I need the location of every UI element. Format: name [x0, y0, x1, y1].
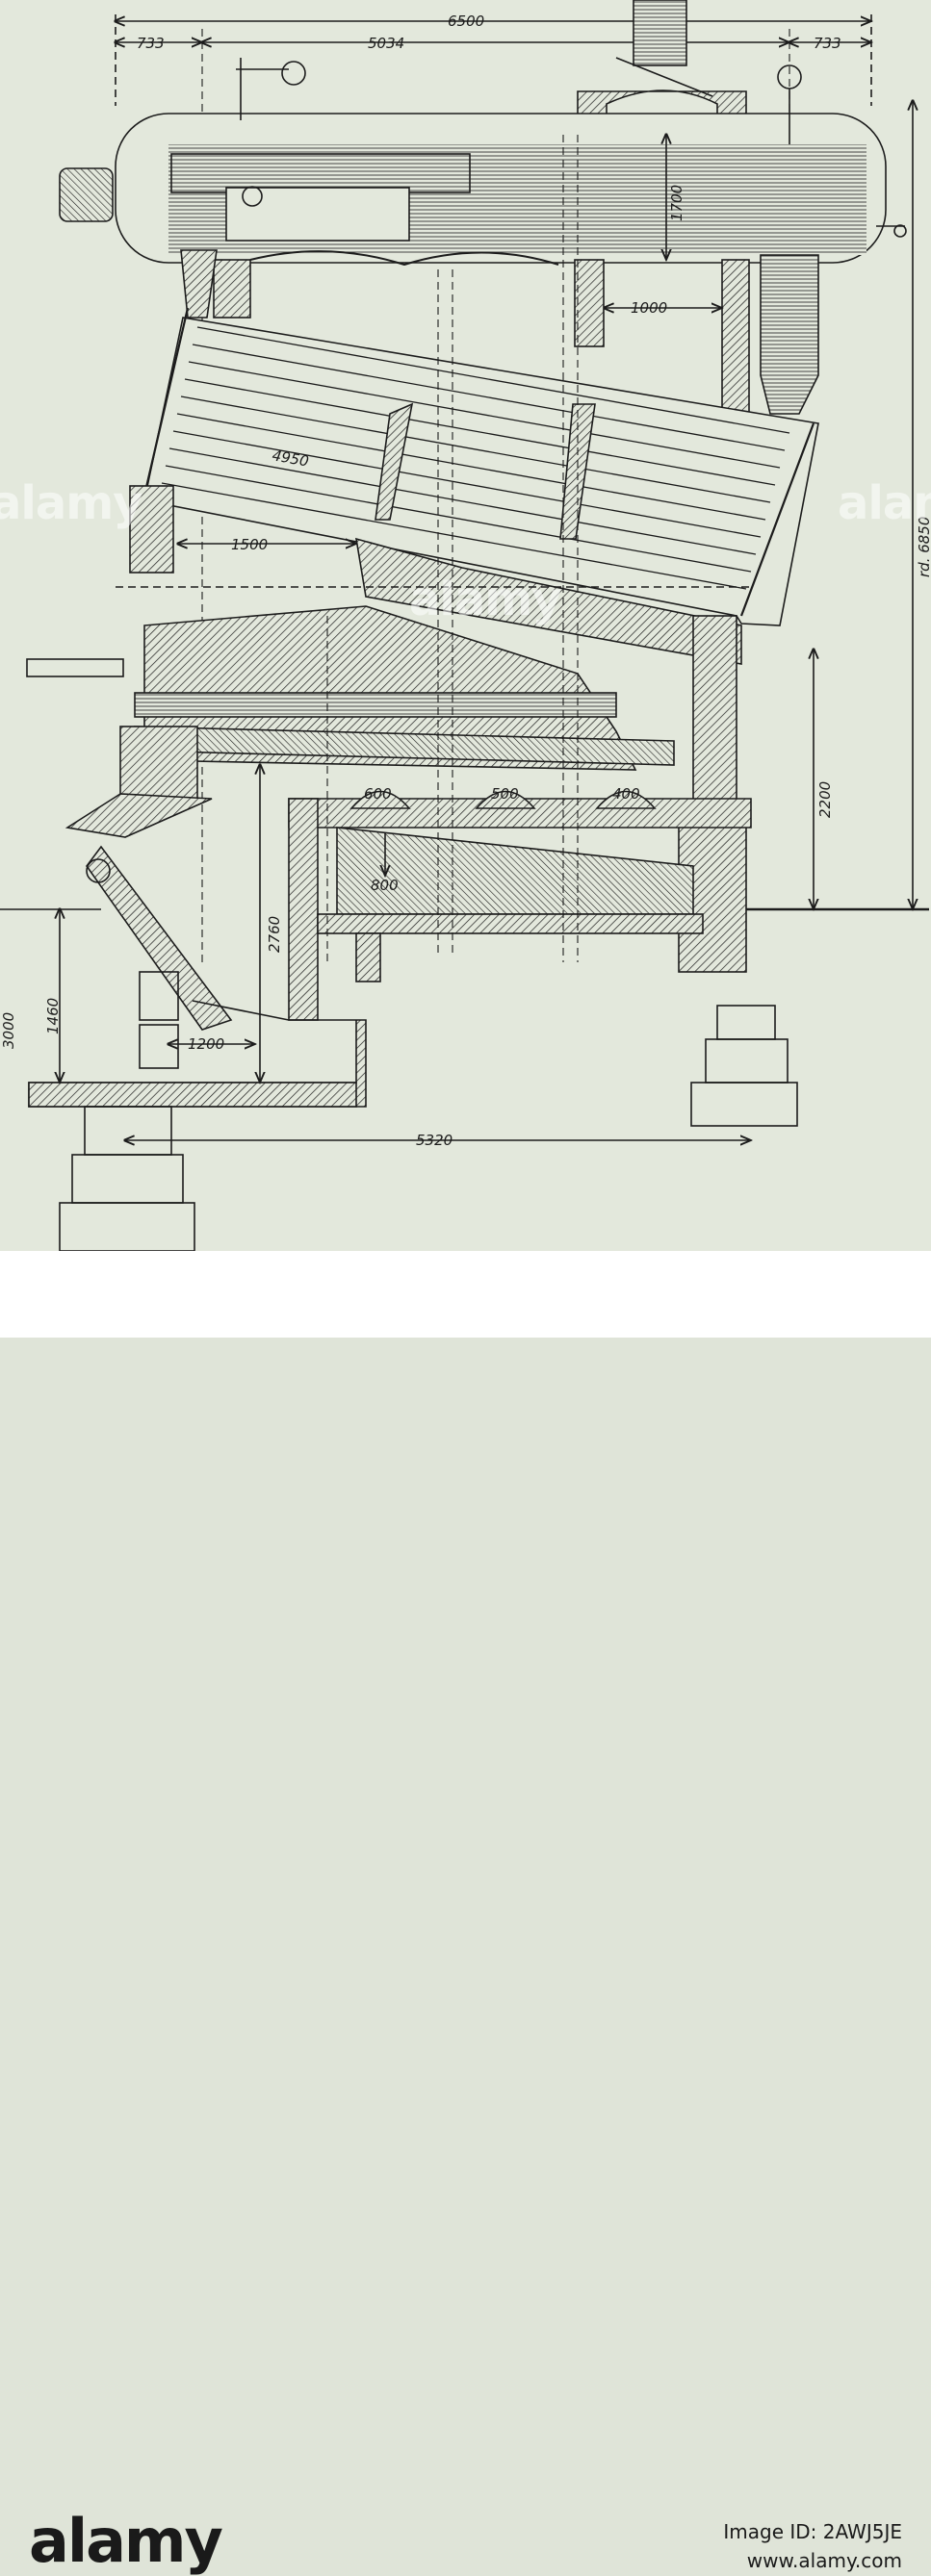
- dim-flue-1: 600: [364, 785, 392, 803]
- dim-grate-opening: 1200: [188, 1035, 224, 1053]
- flue-arches: [349, 790, 657, 809]
- column-lines: [326, 135, 579, 962]
- image-id-block: Image ID: 2AWJ5JE www.alamy.com: [723, 2517, 902, 2575]
- dim-total-height: rd. 6850: [916, 517, 931, 577]
- watermark-center: alamy: [409, 573, 562, 626]
- image-id-label: Image ID: 2AWJ5JE: [723, 2520, 902, 2543]
- dim-left-offset: 733: [137, 35, 165, 52]
- alamy-logo: alamy: [29, 2506, 223, 2576]
- dim-flue-2: 500: [491, 785, 519, 803]
- dim-firebox-width: 1500: [231, 536, 268, 553]
- dim-stair-height: 1460: [44, 998, 62, 1034]
- dim-base-offset: 3000: [0, 1012, 17, 1049]
- dim-duct-height: 800: [371, 877, 399, 894]
- watermark-left: alamy: [0, 476, 143, 530]
- dim-drum-height: 1700: [668, 185, 685, 221]
- dim-middle-span: 5034: [368, 35, 404, 52]
- dim-height-above-floor: 2200: [816, 781, 834, 818]
- side-dimension-lines: [60, 101, 913, 1140]
- watermark-right: alamy: [838, 476, 931, 530]
- chimney: [577, 0, 747, 131]
- boiler-section-svg: 6500 733 5034 733 1700 1000 4950 1500 rd…: [0, 0, 931, 1252]
- front-structure: [0, 658, 367, 1108]
- foundations: [59, 907, 929, 1252]
- dim-overall-width: 6500: [448, 13, 484, 30]
- site-url: www.alamy.com: [746, 2549, 902, 2572]
- dim-right-offset: 733: [814, 35, 841, 52]
- tube-bank: [142, 307, 819, 626]
- dim-header-gap: 1000: [631, 299, 667, 317]
- dim-ash-pit-depth: 2760: [266, 916, 283, 953]
- header-pipes: [180, 249, 819, 415]
- boiler-drawing: 6500 733 5034 733 1700 1000 4950 1500 rd…: [0, 0, 931, 1252]
- steam-drum: [59, 58, 907, 264]
- dim-foundation-span: 5320: [416, 1132, 453, 1149]
- dim-flue-3: 400: [612, 785, 640, 803]
- footer-bar: alamy Image ID: 2AWJ5JE www.alamy.com: [0, 1251, 931, 2576]
